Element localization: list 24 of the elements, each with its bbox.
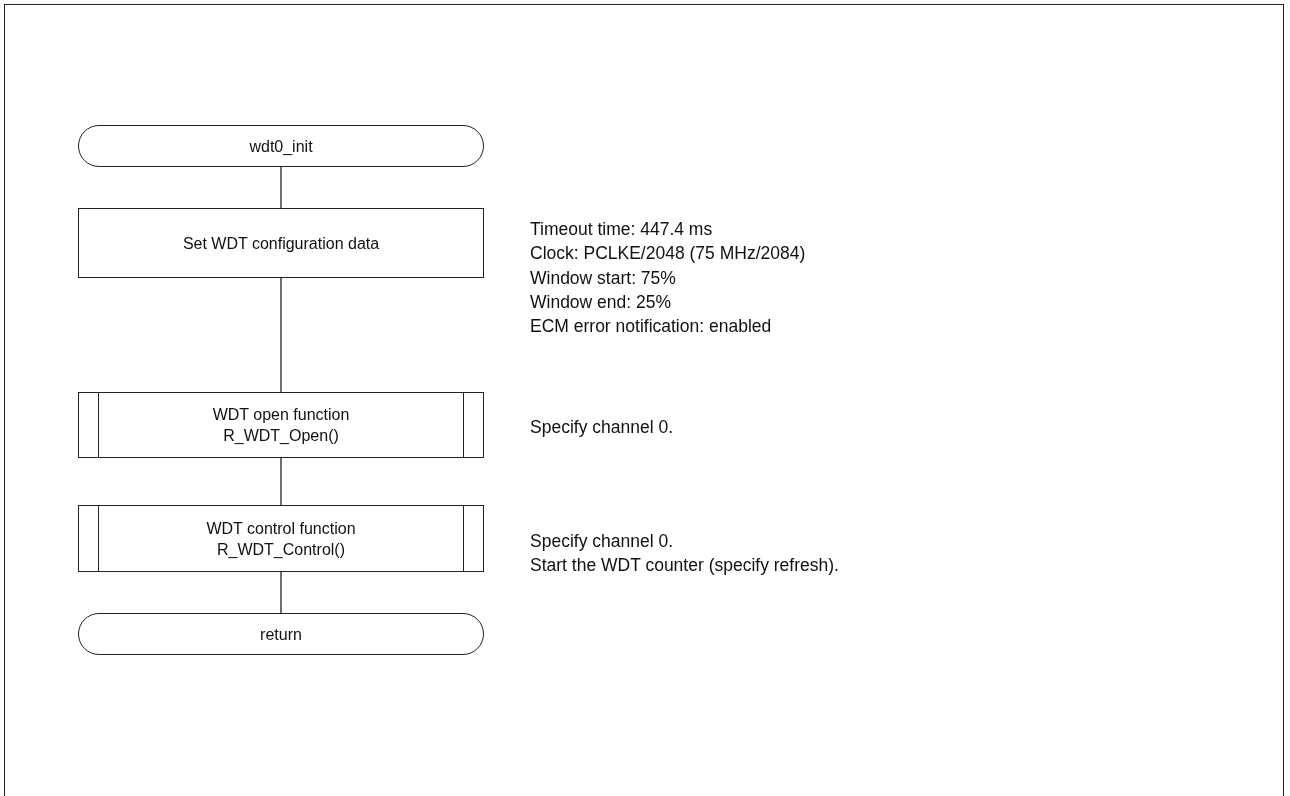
annotation-text: Start the WDT counter (specify refresh). [530, 554, 839, 578]
node-label: R_WDT_Open() [223, 426, 339, 446]
node-label: Set WDT configuration data [182, 233, 380, 254]
annotation-text: Window end: 25% [530, 290, 673, 314]
annotation-text: Window start: 75% [530, 266, 677, 290]
terminal-shape [78, 125, 484, 167]
annotation-text: Timeout time: 447.4 ms [530, 218, 714, 241]
annotation-text: ECM error notification: enabled [530, 315, 773, 339]
annotation-text: Specify channel 0. [530, 416, 673, 439]
annotation-text: Specify channel 0. [530, 530, 674, 553]
connector-line [280, 166, 282, 209]
connector-line [280, 457, 282, 506]
node-label: WDT control function [206, 518, 356, 539]
connector-line [280, 571, 282, 614]
subroutine-box [78, 505, 484, 572]
subroutine-box [78, 392, 484, 458]
process-box [78, 208, 484, 278]
connector-line [280, 277, 282, 393]
annotation-text: Clock: PCLKE/2048 (75 MHz/2084) [530, 242, 806, 266]
node-label: wdt0_init [249, 136, 313, 157]
node-label: WDT open function [212, 405, 350, 425]
terminal-shape [78, 613, 484, 655]
node-label: R_WDT_Control() [217, 539, 345, 560]
node-label: return [260, 624, 302, 645]
